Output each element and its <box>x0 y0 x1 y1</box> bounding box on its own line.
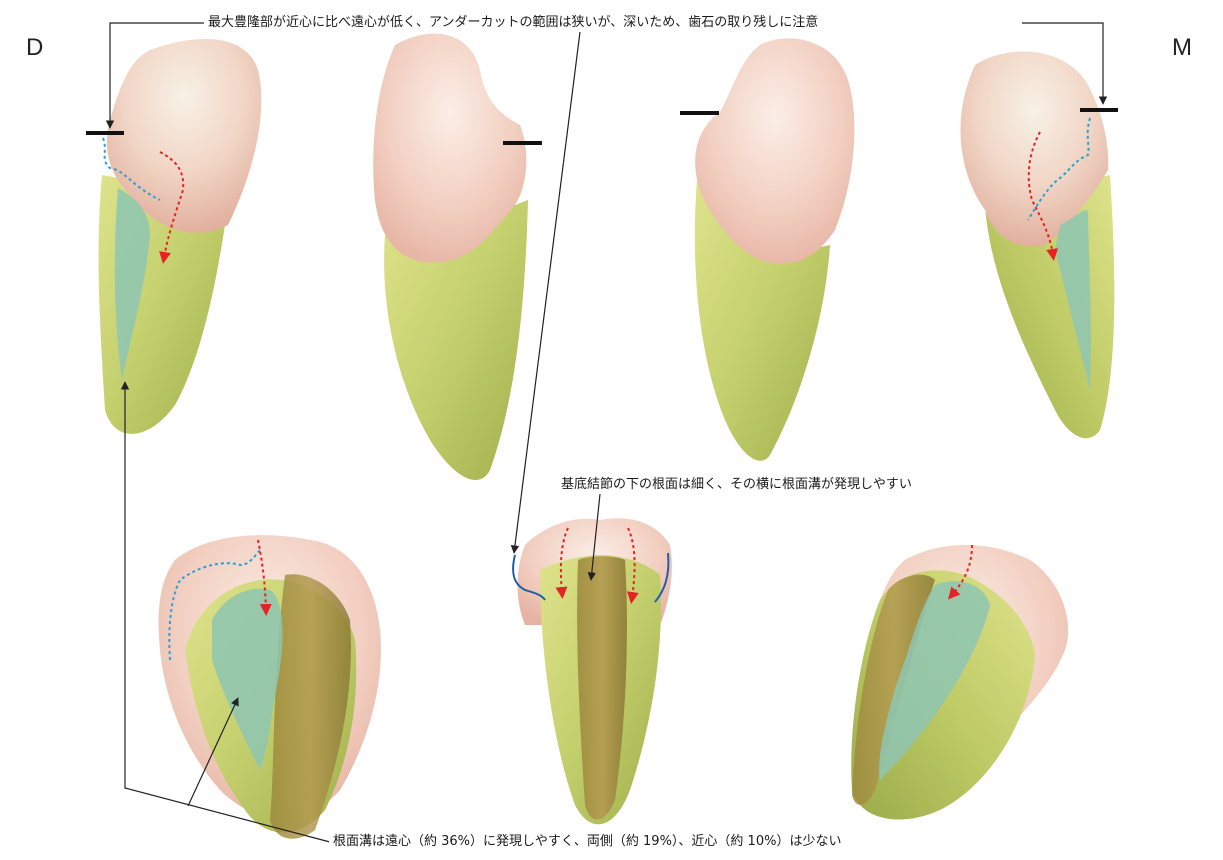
top-caption-leader-diagonal <box>514 32 580 553</box>
tooth-bottom-mesial <box>851 545 1068 820</box>
mesial-label: M <box>1172 36 1192 60</box>
distal-label: D <box>26 36 43 60</box>
caption-bottom: 根面溝は遠心（約 36%）に発現しやすく、両側（約 19%）、近心（約 10%）… <box>329 834 845 850</box>
caption-top: 最大豊隆部が近心に比べ遠心が低く、アンダーカットの範囲は狭いが、深いため、歯石の… <box>204 15 822 31</box>
root-shadow-band <box>270 574 351 838</box>
tooth-top-labial-distal <box>373 34 542 480</box>
tooth-top-distal <box>86 39 261 434</box>
caption-middle: 基底結節の下の根面は細く、その横に根面溝が発現しやすい <box>557 477 916 493</box>
tooth-top-mesial <box>961 51 1118 438</box>
tooth-top-labial-mesial <box>680 38 854 460</box>
tooth-bottom-distal <box>159 535 381 839</box>
